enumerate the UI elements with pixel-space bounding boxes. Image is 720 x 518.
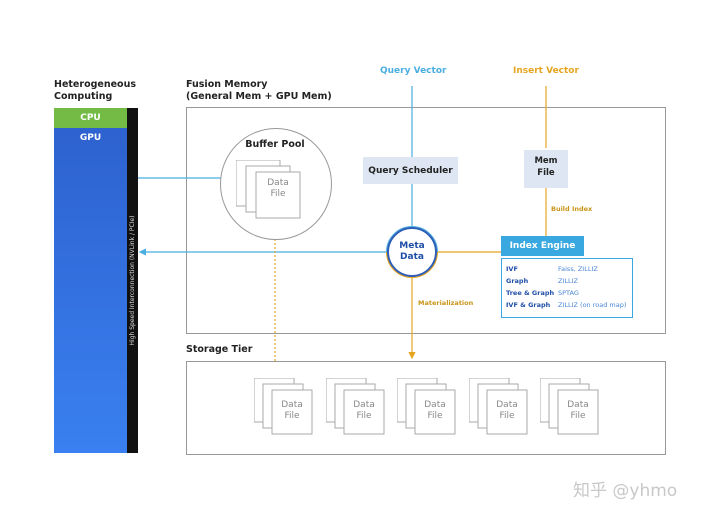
meta-data-node: Meta Data <box>387 227 437 277</box>
index-value: ZILLIZ <box>558 277 578 285</box>
index-value: Faiss, ZILLIZ <box>558 265 598 273</box>
file-line: Data <box>353 400 375 410</box>
mem-file-line: Mem <box>534 156 558 166</box>
meta-line: Meta <box>399 241 425 251</box>
file-line: Data <box>267 178 289 188</box>
query-vector-label: Query Vector <box>380 66 447 76</box>
index-key: Graph <box>506 277 529 285</box>
materialization-label: Materialization <box>418 299 474 307</box>
insert-vector-label: Insert Vector <box>513 66 579 76</box>
title-line: Fusion Memory <box>186 79 268 90</box>
index-key: Tree & Graph <box>506 289 555 297</box>
index-value: SPTAG <box>558 289 579 297</box>
file-line: File <box>284 411 300 421</box>
index-engine-title: Index Engine <box>501 236 584 256</box>
cpu-block: CPU <box>54 108 127 128</box>
file-line: File <box>570 411 586 421</box>
file-line: Data <box>567 400 589 410</box>
index-value: ZILLIZ (on road map) <box>558 301 627 309</box>
file-stack-icon <box>326 378 385 435</box>
buffer-pool-title: Buffer Pool <box>245 139 305 150</box>
file-line: File <box>427 411 443 421</box>
gpu-label: GPU <box>79 133 102 143</box>
cpu-label: CPU <box>80 113 101 123</box>
index-key: IVF & Graph <box>506 301 551 309</box>
file-line: Data <box>281 400 303 410</box>
file-line: Data <box>496 400 518 410</box>
query-scheduler-box: Query Scheduler <box>363 157 458 184</box>
title-line: (General Mem + GPU Mem) <box>186 91 332 102</box>
file-stack-icon <box>469 378 528 435</box>
heterogeneous-computing-title: Heterogeneous Computing <box>54 79 136 103</box>
index-row: IVF & Graph ZILLIZ (on road map) <box>506 299 626 311</box>
file-line: Data <box>424 400 446 410</box>
storage-tier-title: Storage Tier <box>186 344 253 355</box>
interconnect-bar <box>127 108 138 453</box>
index-row: Graph ZILLIZ <box>506 275 578 287</box>
buffer-pool-data-file: Data File <box>236 160 301 219</box>
title-line: Computing <box>54 91 113 102</box>
mem-file-box: Mem File <box>524 150 568 188</box>
file-line: File <box>499 411 515 421</box>
gpu-block: GPU <box>54 128 127 453</box>
title-line: Heterogeneous <box>54 79 136 90</box>
index-engine-table: IVF Faiss, ZILLIZ Graph ZILLIZ Tree & Grap… <box>501 258 633 318</box>
file-stack-icon <box>540 378 599 435</box>
build-index-label: Build Index <box>551 205 593 213</box>
file-stack-icon <box>236 160 301 219</box>
index-key: IVF <box>506 265 518 273</box>
fusion-memory-title: Fusion Memory (General Mem + GPU Mem) <box>186 79 332 103</box>
file-line: File <box>356 411 372 421</box>
meta-line: Data <box>400 252 424 262</box>
file-stack-icon <box>254 378 313 435</box>
file-line: File <box>270 189 286 199</box>
file-label: Data File <box>256 178 300 200</box>
watermark: 知乎 @yhmo <box>573 481 678 501</box>
file-stack-icon <box>397 378 456 435</box>
mem-file-line: File <box>537 168 555 178</box>
index-row: IVF Faiss, ZILLIZ <box>506 263 598 275</box>
